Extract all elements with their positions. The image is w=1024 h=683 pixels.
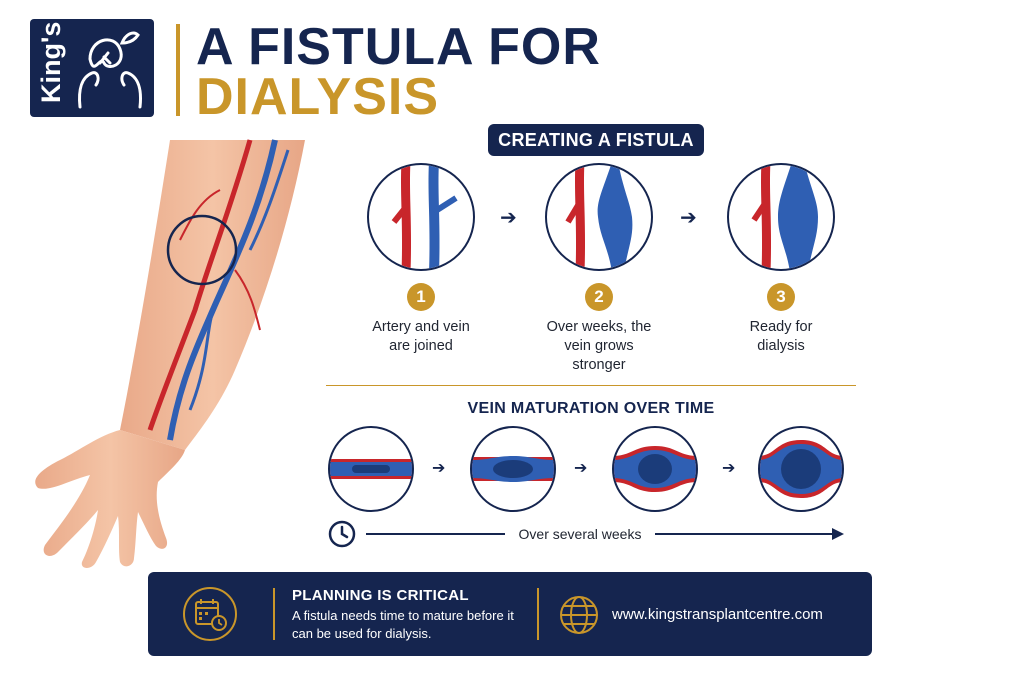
fistula-site-highlight — [166, 214, 238, 286]
step3-badge: 3 — [767, 283, 795, 311]
arrow-right-icon: ➔ — [432, 460, 446, 477]
arrow-right-icon: ➔ — [680, 207, 697, 229]
maturation-stage-4 — [758, 426, 844, 512]
step1-diagram — [367, 163, 475, 271]
planning-body: A fistula needs time to mature before it… — [292, 608, 514, 641]
arrow-right-icon: ➔ — [574, 460, 588, 477]
forearm-illustration — [35, 139, 305, 568]
logo-text: King's — [36, 22, 66, 103]
kings-logo: King's — [30, 19, 154, 117]
hand-shape — [35, 430, 185, 568]
vein-maturation-heading: VEIN MATURATION OVER TIME — [467, 400, 715, 417]
website-link[interactable]: www.kingstransplantcentre.com — [612, 606, 823, 623]
arrow-right-icon: ➔ — [722, 460, 736, 477]
artery — [147, 139, 253, 431]
step2-diagram — [545, 163, 653, 271]
planning-heading: PLANNING IS CRITICAL — [292, 587, 469, 604]
maturation-stage-1 — [328, 426, 414, 512]
forearm-shape — [120, 140, 305, 450]
globe-icon — [560, 596, 598, 634]
banner-divider — [273, 588, 275, 640]
section-divider — [326, 385, 856, 386]
page-title-line2: DIALYSIS — [196, 68, 440, 126]
header-divider — [176, 24, 180, 116]
banner-divider — [537, 588, 539, 640]
step3-diagram — [727, 163, 835, 271]
step2-badge: 2 — [585, 283, 613, 311]
calendar-clock-icon — [183, 587, 237, 641]
creating-fistula-heading: CREATING A FISTULA — [488, 124, 704, 156]
step1-label: Artery and vein are joined — [372, 319, 470, 354]
step1-badge: 1 — [407, 283, 435, 311]
step3-label: Ready for dialysis — [749, 319, 813, 354]
maturation-stage-2 — [470, 426, 556, 512]
hands-kidney-icon — [78, 31, 142, 109]
step2-label: Over weeks, the vein grows stronger — [546, 319, 652, 373]
page-title-line1: A FISTULA FOR — [196, 18, 601, 76]
info-banner — [148, 572, 872, 656]
arrow-right-icon: ➔ — [500, 207, 517, 229]
maturation-stage-3 — [612, 426, 698, 512]
timeline-label: Over several weeks — [505, 526, 655, 542]
clock-icon — [328, 520, 356, 548]
vein — [167, 139, 278, 441]
